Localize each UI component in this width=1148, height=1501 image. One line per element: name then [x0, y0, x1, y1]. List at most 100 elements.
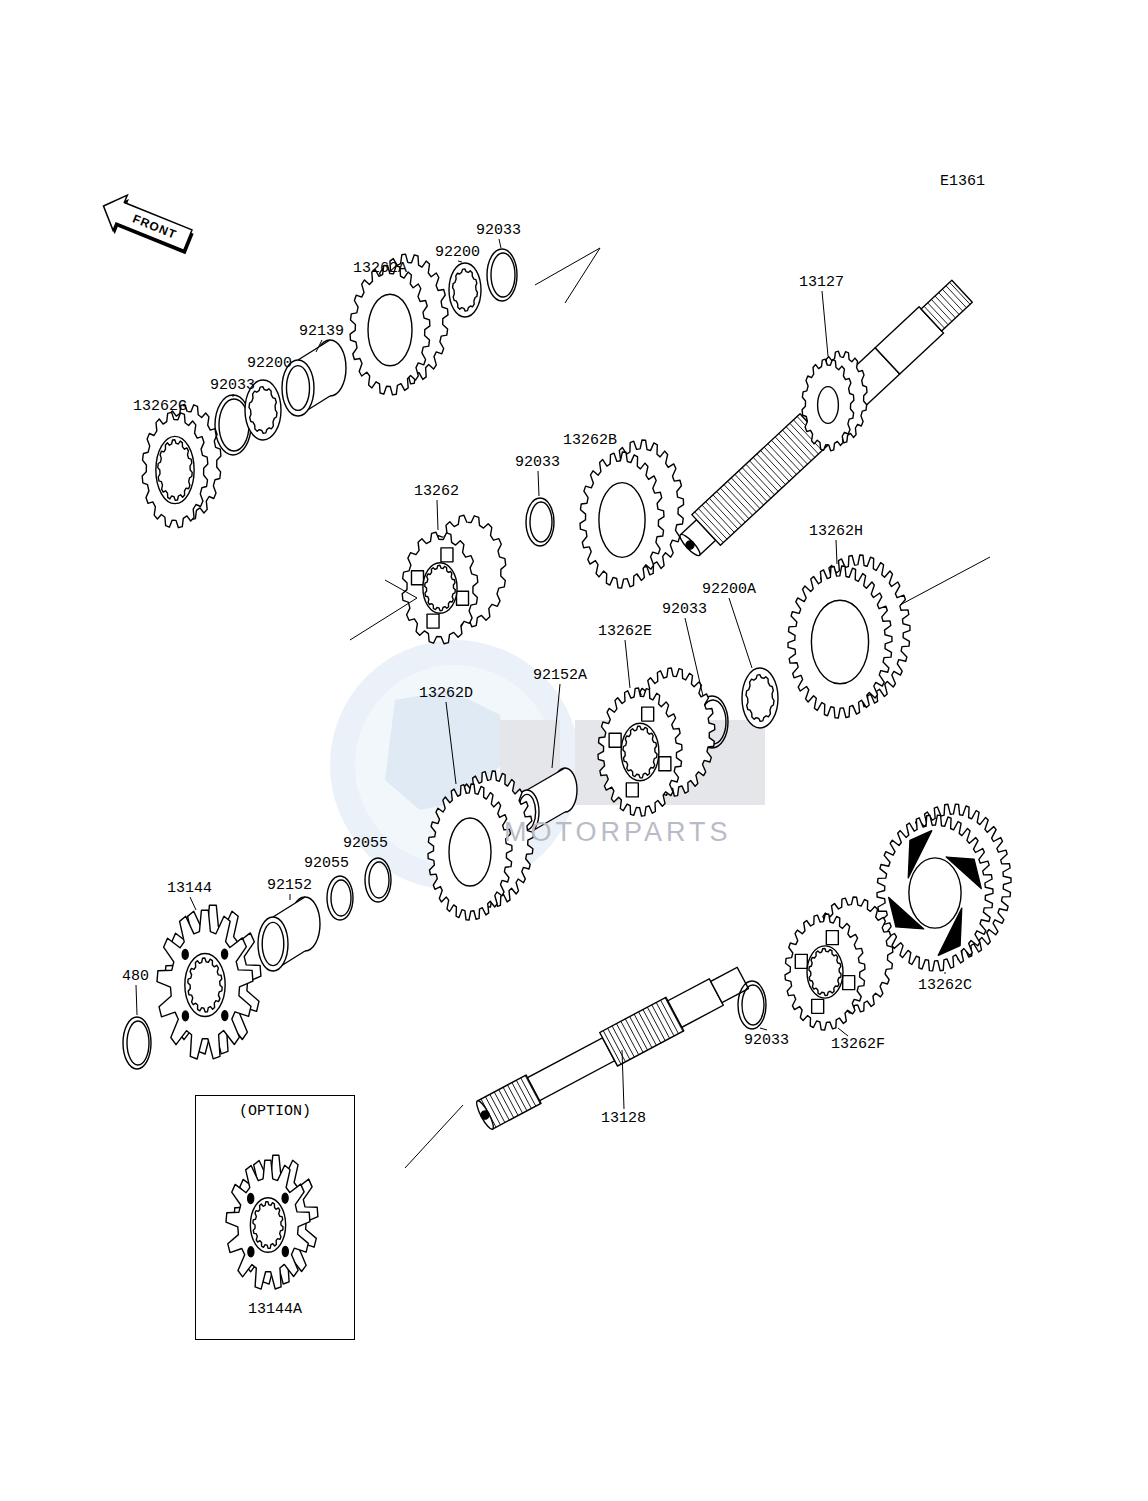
sprocket-face [226, 1160, 310, 1289]
shaft-section [921, 280, 972, 331]
axis-line [900, 557, 990, 605]
spline-line [639, 1012, 657, 1046]
leader-line [538, 471, 539, 496]
leader-line [625, 640, 630, 688]
callout-number: 92033 [210, 378, 255, 393]
sprocket-hole [248, 1193, 254, 1203]
watermark-text: MOTORPARTS [504, 819, 732, 846]
sprocket-hole [222, 949, 228, 959]
circlip-outer [123, 1017, 151, 1069]
arrow-face [96, 188, 195, 257]
sprocket-hole [282, 1193, 288, 1203]
callout-number: 13144A [248, 1302, 302, 1317]
callout-number: 13144 [167, 881, 212, 896]
circlip [487, 249, 517, 301]
sprocket-hole [282, 1247, 288, 1257]
leader-line [233, 394, 234, 397]
gear-dog [843, 976, 855, 990]
circlip-outer [327, 876, 353, 920]
leader-line [760, 1028, 767, 1030]
callout-number: 92200A [702, 582, 756, 597]
circlip-outer [526, 498, 554, 546]
gear-dog [795, 954, 807, 968]
spline-line [616, 1024, 634, 1058]
callout-number: 92152A [533, 668, 587, 683]
washer-outer [742, 668, 778, 728]
gear-dog [441, 548, 453, 562]
leader-line [458, 261, 462, 262]
sprocket-face [157, 910, 253, 1059]
shaft-center [480, 1110, 491, 1121]
callout-number: 13262G [133, 399, 187, 414]
circlip [365, 858, 391, 902]
circlip [123, 1017, 151, 1069]
leader-line [290, 894, 291, 900]
sprocket-hole [182, 1011, 188, 1021]
callout-number: 92200 [435, 245, 480, 260]
callout-number: 92055 [304, 856, 349, 871]
sprocket [157, 905, 261, 1059]
gear-bore [909, 858, 961, 928]
gear-face [402, 532, 478, 643]
callout-number: 92033 [515, 455, 560, 470]
spline-line [612, 1026, 630, 1060]
gear-spline [158, 440, 192, 501]
gear-bore [818, 387, 839, 424]
front-arrow: FRONT [96, 188, 199, 259]
leader-line [729, 598, 752, 668]
gear-dog [411, 571, 423, 585]
callout-number: 92033 [662, 602, 707, 617]
shaft [673, 276, 977, 563]
toothed-washer [449, 263, 481, 317]
option-heading: (OPTION) [239, 1104, 311, 1119]
leader-line [945, 972, 946, 974]
leader-line [437, 500, 438, 530]
spline-line [652, 1005, 670, 1039]
leader-line [836, 540, 837, 564]
callout-number: 92139 [299, 324, 344, 339]
leader-line [838, 1028, 848, 1036]
toothed-washer [742, 668, 778, 728]
spline-line [643, 1009, 661, 1043]
spline-line [621, 1021, 639, 1055]
circlip-inner [369, 862, 389, 898]
circlip-inner [127, 1021, 149, 1065]
gear [788, 555, 910, 718]
sprocket [226, 1155, 318, 1289]
spline-line [630, 1017, 648, 1051]
gear-spline [425, 565, 456, 610]
sprocket-spline [253, 1202, 283, 1249]
shaft-section [692, 414, 829, 546]
leader-line [190, 897, 196, 910]
callout-number: 13262B [563, 433, 617, 448]
gear-face [350, 265, 430, 395]
gear-spline [809, 949, 841, 996]
leader-line [499, 239, 501, 248]
gear-dog [826, 931, 838, 945]
gear-face [785, 914, 865, 1030]
callout-number: 92033 [744, 1033, 789, 1048]
gear-dog [427, 614, 439, 628]
leader-line [316, 340, 322, 352]
gear-bore [368, 294, 412, 366]
shaft-section [527, 1038, 614, 1101]
gear-face [598, 688, 682, 816]
circlip-outer [487, 249, 517, 301]
needle-bearing [282, 340, 346, 416]
callout-number: 92055 [343, 836, 388, 851]
parts-group [123, 249, 1011, 1289]
shaft-end [678, 532, 703, 558]
gear [142, 404, 221, 527]
gear-dog [812, 999, 824, 1013]
gear-face [142, 412, 208, 527]
sprocket-bore [250, 1198, 285, 1253]
callout-number: 13262E [598, 624, 652, 639]
sprocket-hole [182, 949, 188, 959]
sprocket-spline [188, 958, 222, 1012]
circlip-inner [331, 880, 351, 916]
gear-dog [659, 757, 671, 771]
axis-line [535, 248, 600, 303]
gear-dog [642, 707, 654, 721]
gear [877, 804, 1011, 971]
option-box: (OPTION) 13144A [195, 1095, 355, 1340]
